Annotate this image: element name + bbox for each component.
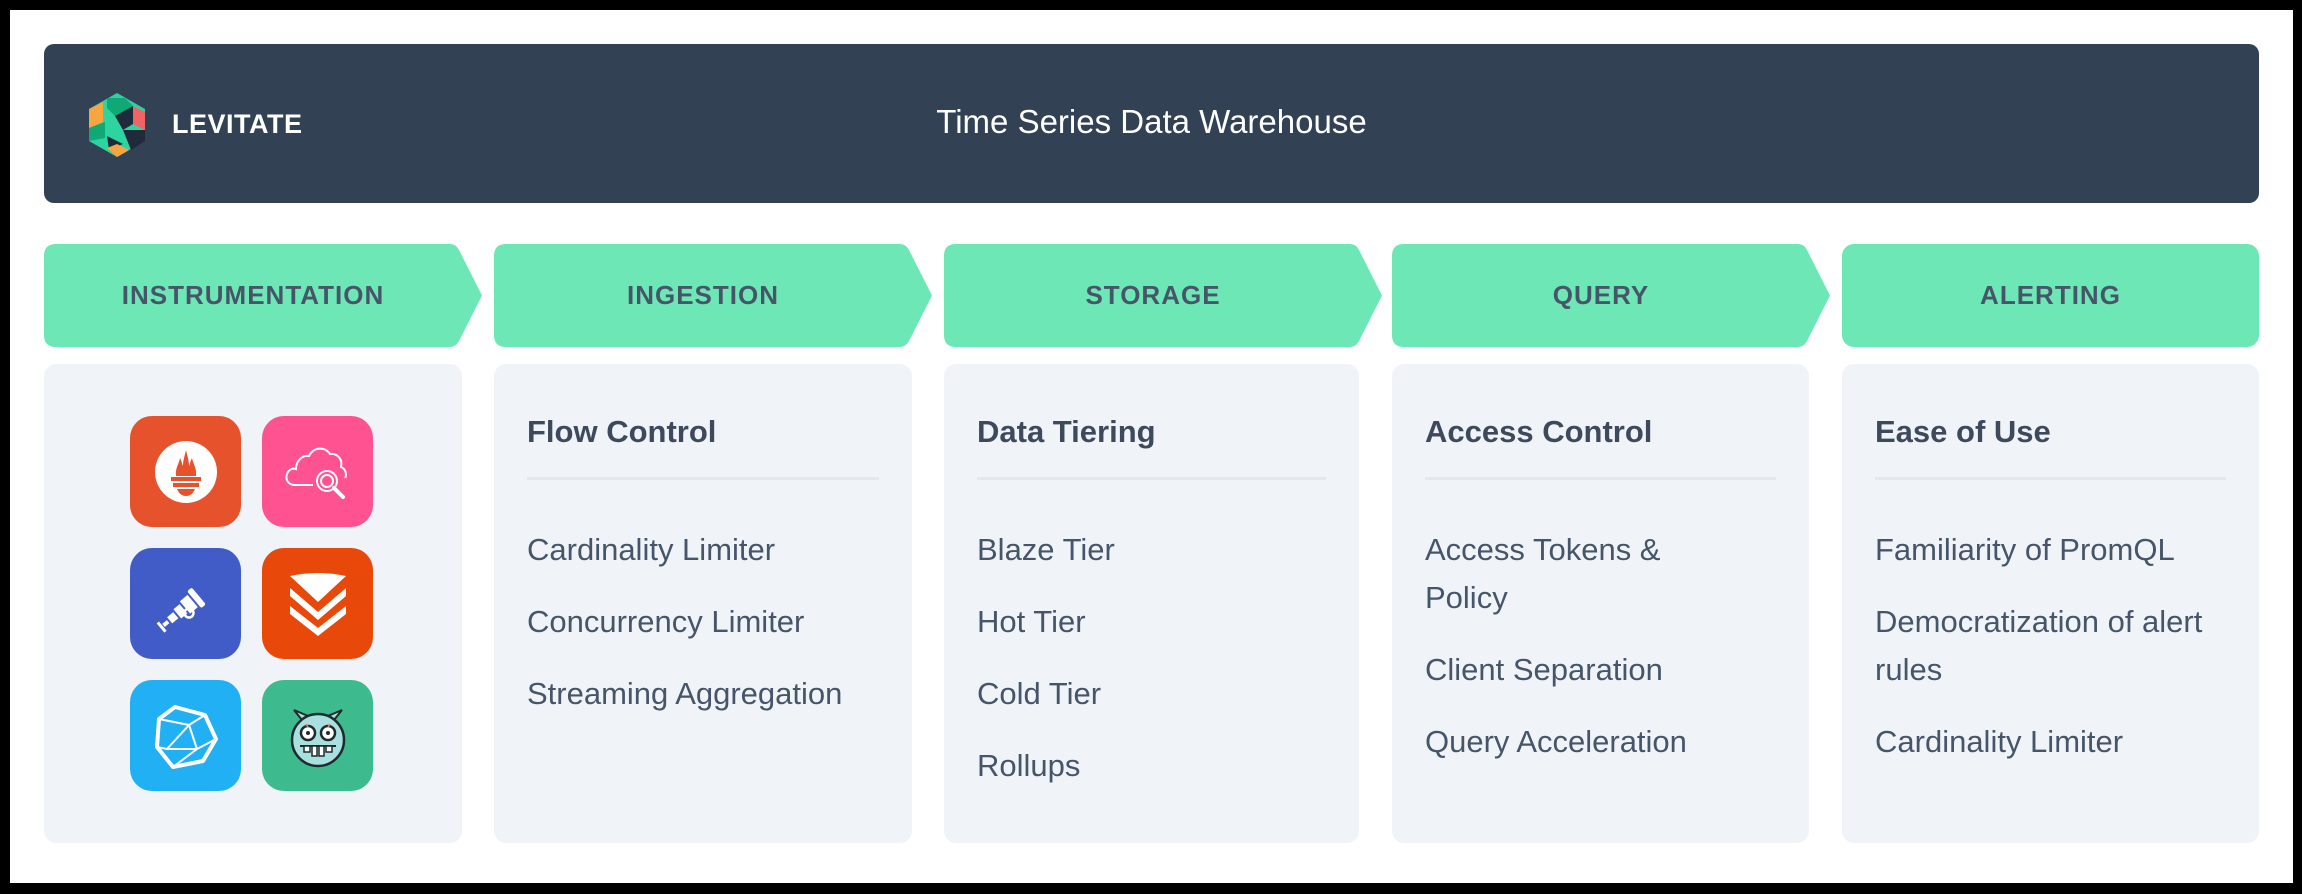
card-storage: Data Tiering Blaze Tier Hot Tier Cold Ti… [944, 364, 1359, 843]
card-title: Access Control [1425, 414, 1653, 449]
card-title: Flow Control [527, 414, 717, 449]
feature-list: Cardinality Limiter Concurrency Limiter … [527, 526, 888, 742]
stage-alerting: ALERTING [1842, 244, 2259, 347]
stage-label: ALERTING [1980, 280, 2121, 310]
stage-label: QUERY [1552, 280, 1650, 310]
feature-list: Access Tokens & Policy Client Separation… [1425, 526, 1729, 790]
card-title: Ease of Use [1875, 414, 2051, 449]
stage-shape [1842, 244, 2259, 347]
list-item: Access Tokens & Policy [1425, 532, 1661, 615]
list-item: Query Acceleration [1425, 724, 1687, 759]
header-bar: LEVITATE Time Series Data Warehouse [44, 44, 2259, 203]
levitate-logo-icon [89, 93, 145, 157]
chevron-shape [44, 244, 482, 347]
divider [977, 477, 1326, 480]
list-item: Cold Tier [977, 676, 1102, 711]
feature-list: Familiarity of PromQL Democratization of… [1875, 526, 2209, 790]
card-ingestion: Flow Control Cardinality Limiter Concurr… [494, 364, 912, 843]
list-item: Client Separation [1425, 652, 1663, 687]
stage-storage: STORAGE [944, 244, 1384, 347]
page-title: Time Series Data Warehouse [936, 103, 1367, 140]
list-item: Rollups [977, 748, 1081, 783]
card-query: Access Control Access Tokens & Policy Cl… [1392, 364, 1809, 843]
card-alerting: Ease of Use Familiarity of PromQL Democr… [1842, 364, 2259, 843]
stage-label: INSTRUMENTATION [121, 280, 385, 310]
list-item: Cardinality Limiter [1875, 724, 2124, 759]
chevron-shape [494, 244, 932, 347]
divider [1425, 477, 1776, 480]
stage-label: INGESTION [626, 280, 779, 310]
list-item: Hot Tier [977, 604, 1086, 639]
divider [527, 477, 879, 480]
list-item: Streaming Aggregation [527, 676, 843, 711]
cloud-search-icon[interactable] [262, 416, 373, 527]
list-item: Democratization of alert rules [1875, 604, 2203, 687]
integration-icon-grid [130, 416, 373, 791]
card-instrumentation [44, 364, 462, 843]
list-item: Concurrency Limiter [527, 604, 805, 639]
gopher-monster-icon[interactable] [262, 680, 373, 791]
card-title: Data Tiering [977, 414, 1156, 449]
stacked-chevrons-icon[interactable] [262, 548, 373, 659]
list-item: Cardinality Limiter [527, 532, 776, 567]
stage-label: STORAGE [1085, 280, 1221, 310]
chevron-shape [1392, 244, 1830, 347]
divider [1875, 477, 2226, 480]
stage-instrumentation: INSTRUMENTATION [44, 244, 484, 347]
brand-name: LEVITATE [172, 109, 303, 139]
feature-list: Blaze Tier Hot Tier Cold Tier Rollups [977, 526, 1335, 814]
prometheus-icon[interactable] [130, 416, 241, 527]
polyhedron-icon[interactable] [130, 680, 241, 791]
list-item: Familiarity of PromQL [1875, 532, 2175, 567]
stage-ingestion: INGESTION [494, 244, 934, 347]
list-item: Blaze Tier [977, 532, 1115, 567]
stage-query: QUERY [1392, 244, 1832, 347]
diagram-canvas: LEVITATE Time Series Data Warehouse INST… [10, 10, 2293, 883]
chevron-shape [944, 244, 1382, 347]
telescope-icon[interactable] [130, 548, 241, 659]
